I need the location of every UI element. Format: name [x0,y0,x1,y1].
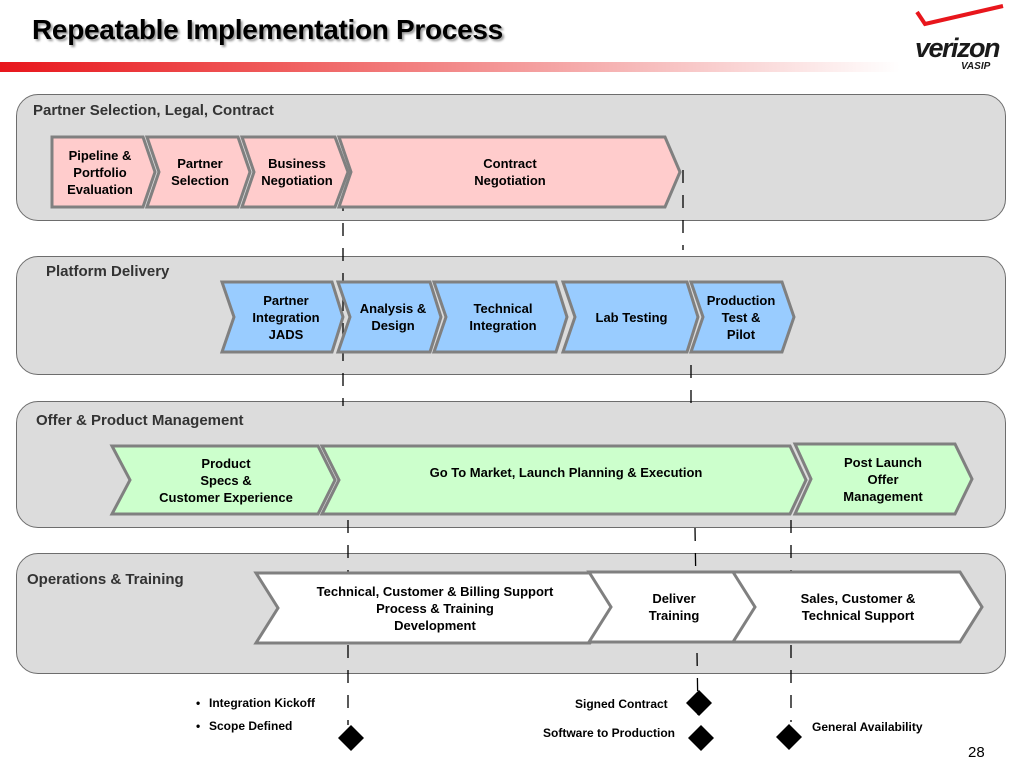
label-sales-support: Sales, Customer & Technical Support [800,591,916,623]
bullet-scope-defined: Scope Defined [196,715,315,738]
label-partner-selection: Partner Selection [171,156,229,188]
step-production-test [688,280,796,354]
milestone-signed-contract: Signed Contract [575,697,668,711]
milestone-diamond-signed-contract [686,690,712,716]
label-contract-negotiation: Contract Negotiation [474,156,546,188]
label-partner-integration: Partner Integration JADS [252,292,320,342]
label-support-process: Technical, Customer & Billing Support Pr… [316,583,554,633]
bullet-integration-kickoff: Integration Kickoff [196,692,315,715]
label-lab-testing: Lab Testing [595,309,668,325]
step-technical-integration [431,280,569,354]
label-product-specs: Product Specs & Customer Experience [159,455,293,505]
lane-title-partner-selection: Partner Selection, Legal, Contract [33,102,274,119]
label-go-to-market: Go To Market, Launch Planning & Executio… [429,464,703,480]
step-partner-selection [144,135,252,209]
milestone-software-to-production: Software to Production [543,726,675,740]
milestone-diamond-kickoff [338,725,364,751]
step-partner-integration [219,280,345,354]
kickoff-bullet-list: Integration Kickoff Scope Defined [196,692,315,738]
label-business-negotiation: Business Negotiation [261,156,333,188]
logo-subtext: VASIP [961,61,991,72]
label-analysis-design: Analysis & Design [359,301,427,333]
title-gradient-bar [0,62,900,72]
step-product-specs [109,444,337,516]
step-post-launch [792,442,974,516]
step-pipeline [50,135,157,209]
logo-wordmark: verizon [915,33,1001,63]
label-production-test: Production Test & Pilot [706,292,776,342]
label-pipeline: Pipeline & Portfolio Evaluation [67,147,133,197]
step-go-to-market [319,444,808,516]
label-deliver-training: Deliver Training [648,591,700,623]
step-analysis-design [335,280,443,354]
step-lab-testing [560,280,700,354]
page-title: Repeatable Implementation Process [32,14,503,45]
dashed-line-software-production-lower [694,527,699,716]
label-post-launch: Post Launch Offer Management [843,454,923,504]
verizon-logo: verizon VASIP [905,4,1015,74]
lane-title-offer-product: Offer & Product Management [36,412,244,429]
milestone-general-availability: General Availability [812,720,923,734]
step-sales-support [730,570,984,644]
step-business-negotiation [239,135,350,209]
checkmark-icon [915,4,1004,27]
page-number: 28 [968,744,985,761]
lane-title-operations-training: Operations & Training [27,571,184,588]
step-contract-negotiation [336,135,682,209]
milestone-diamond-general-availability [776,724,802,750]
milestone-diamond-software-production [688,725,714,751]
label-technical-integration: Technical Integration [469,301,537,333]
lane-title-platform-delivery: Platform Delivery [46,263,170,280]
